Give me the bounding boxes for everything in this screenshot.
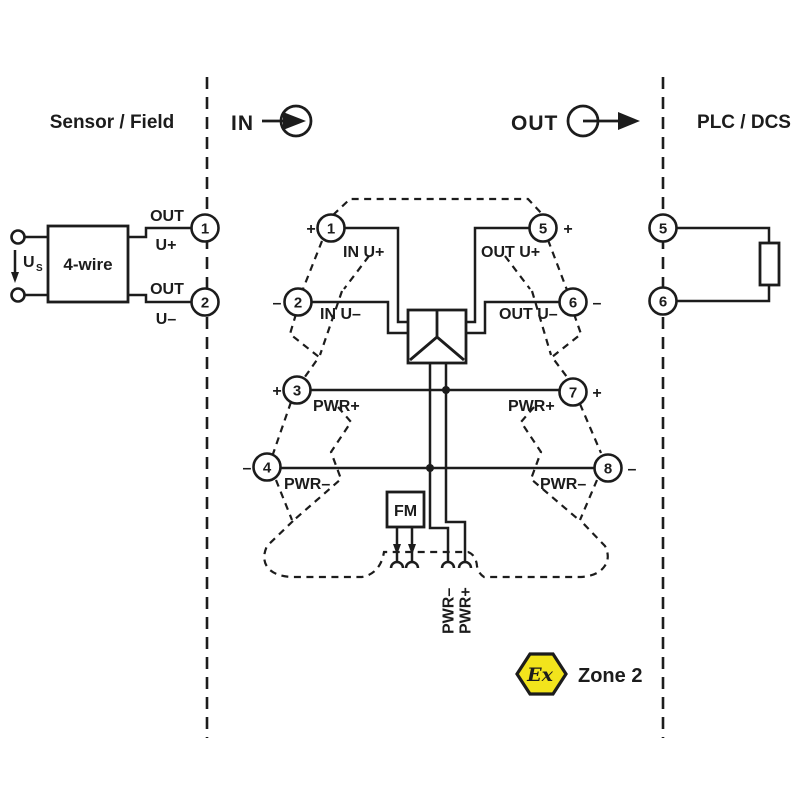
- sensor-out-top-label: OUT: [150, 208, 184, 225]
- terminal-8-sign: –: [628, 461, 637, 478]
- terminal-7-sign: +: [592, 385, 601, 402]
- terminal-8-label: PWR–: [540, 476, 586, 493]
- isolation-amplifier-symbol: [406, 308, 468, 365]
- junction-dot-pwr-minus: [426, 464, 434, 472]
- plc-terminal-5-number: 5: [659, 221, 667, 238]
- pwr-plus-vertical-label: PWR+: [458, 587, 475, 634]
- terminal-3-sign: +: [272, 383, 281, 400]
- four-wire-device-label: 4-wire: [63, 255, 112, 274]
- fm-down-arrow-right-icon: [408, 527, 416, 561]
- fm-down-arrow-left-icon: [393, 527, 401, 561]
- pwr-minus-vertical-label: PWR–: [441, 588, 458, 634]
- terminal-5-sign: +: [563, 221, 572, 238]
- in-arrow-icon: [262, 104, 313, 138]
- terminal-4: [252, 452, 282, 482]
- terminal-6-number: 6: [569, 295, 577, 312]
- terminal-6-sign: –: [593, 295, 602, 312]
- terminal-3-label: PWR+: [313, 398, 360, 415]
- zone-headers: Sensor / Field IN OUT PLC / DCS: [50, 104, 791, 138]
- zone-boundaries: [205, 77, 665, 738]
- field-terminal-1: [190, 213, 220, 243]
- pwr-minus-socket: [440, 560, 456, 569]
- sensor-terminal-bottom: [10, 287, 26, 303]
- field-terminal-2: [190, 287, 220, 317]
- terminal-5-label: OUT U+: [481, 244, 540, 261]
- sensor-terminal-top: [10, 229, 26, 245]
- terminal-7: [558, 377, 588, 407]
- sensor-circuit: U S 4-wire OUT U+ OUT U– 1 2: [10, 208, 220, 328]
- source-voltage-subscript: S: [36, 263, 43, 274]
- terminal-2-number: 2: [294, 295, 302, 312]
- fm-socket-right: [404, 560, 420, 569]
- terminal-3-number: 3: [293, 383, 301, 400]
- ex-mark-text: Ex: [526, 664, 553, 686]
- source-voltage-arrow-icon: [11, 250, 19, 283]
- terminal-6-label: OUT U–: [499, 306, 558, 323]
- terminal-4-sign: –: [243, 460, 252, 477]
- terminal-4-number: 4: [263, 460, 272, 477]
- module-housing-dashed-outline: [263, 197, 609, 579]
- plc-terminal-5: [648, 213, 678, 243]
- sensor-uminus-label: U–: [156, 311, 177, 328]
- sensor-uplus-label: U+: [156, 237, 177, 254]
- ex-hexagon-icon: [515, 652, 568, 696]
- terminal-6: [558, 287, 588, 317]
- module-wiring: [280, 226, 595, 562]
- four-wire-device-box: [46, 224, 130, 304]
- terminal-4-label: PWR–: [284, 476, 330, 493]
- ex-zone-marking: Ex Zone 2: [515, 652, 642, 696]
- terminal-3: [282, 375, 312, 405]
- out-arrow-icon: [566, 104, 640, 138]
- in-label: IN: [231, 112, 254, 135]
- bottom-power-terminals: PWR– PWR+: [440, 560, 475, 634]
- pwr-plus-socket: [457, 560, 473, 569]
- terminal-2: [283, 287, 313, 317]
- out-label: OUT: [511, 112, 558, 135]
- terminal-8: [593, 453, 623, 483]
- terminal-5-number: 5: [539, 221, 547, 238]
- terminal-5: [528, 213, 558, 243]
- junction-dot-pwr-plus: [442, 386, 450, 394]
- field-terminal-2-number: 2: [201, 295, 209, 312]
- field-terminal-1-number: 1: [201, 221, 209, 238]
- zone-2-label: Zone 2: [578, 665, 642, 687]
- terminal-8-number: 8: [604, 461, 612, 478]
- terminal-7-number: 7: [569, 385, 577, 402]
- fm-block: FM: [385, 490, 426, 569]
- source-voltage-label: U: [23, 254, 35, 271]
- plc-terminal-6: [648, 286, 678, 316]
- terminal-1-label: IN U+: [343, 244, 384, 261]
- plc-dcs-label: PLC / DCS: [697, 112, 791, 133]
- plc-circuit: 5 6: [648, 213, 781, 316]
- terminal-7-label: PWR+: [508, 398, 555, 415]
- plc-terminal-6-number: 6: [659, 294, 667, 311]
- load-resistor: [758, 241, 781, 287]
- sensor-out-bottom-label: OUT: [150, 281, 184, 298]
- sensor-field-label: Sensor / Field: [50, 112, 175, 133]
- terminal-1: [316, 213, 346, 243]
- fm-box: [385, 490, 426, 529]
- fm-label: FM: [394, 503, 417, 520]
- terminal-2-sign: –: [273, 295, 282, 312]
- terminal-1-number: 1: [327, 221, 335, 238]
- fm-socket-left: [389, 560, 405, 569]
- terminal-2-label: IN U–: [320, 306, 361, 323]
- module-terminals: 1 + IN U+ 2 – IN U– 3 + PWR+ 4 – PWR– 5 …: [243, 213, 637, 493]
- terminal-1-sign: +: [306, 221, 315, 238]
